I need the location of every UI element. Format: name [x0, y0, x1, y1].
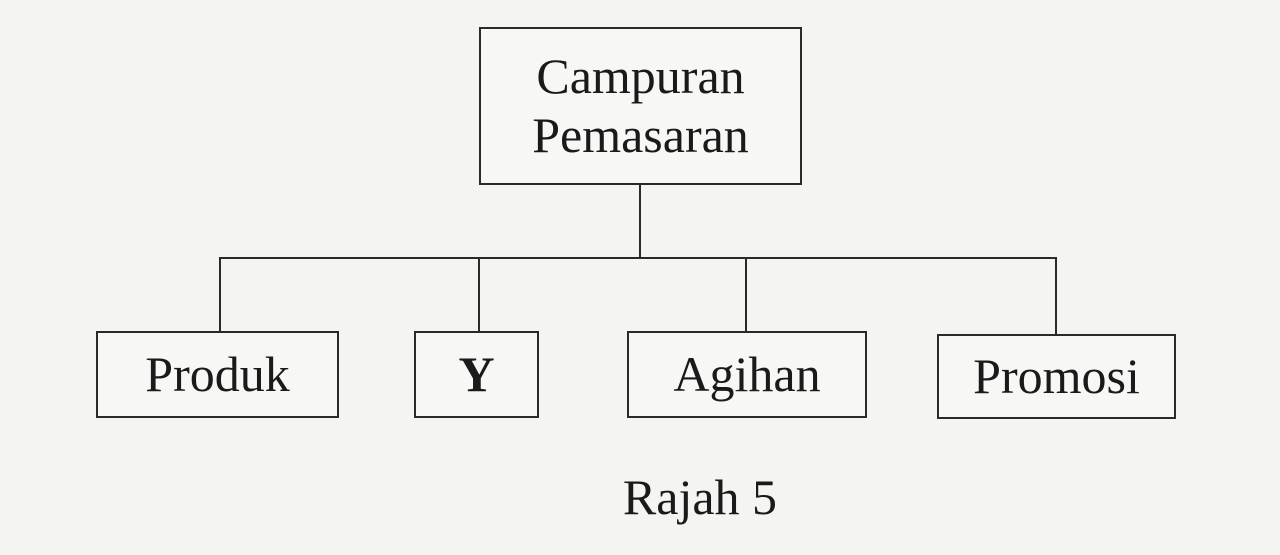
child-connector-produk	[219, 257, 221, 332]
child-node-agihan: Agihan	[627, 331, 867, 418]
root-node-label-line1: Campuran	[536, 48, 745, 104]
child-node-promosi: Promosi	[937, 334, 1176, 419]
child-node-y: Y	[414, 331, 539, 418]
horizontal-connector-line	[219, 257, 1057, 259]
root-node-campuran-pemasaran: Campuran Pemasaran	[479, 27, 802, 185]
child-connector-agihan	[745, 257, 747, 332]
root-connector-line	[639, 185, 641, 259]
child-connector-promosi	[1055, 257, 1057, 335]
child-node-produk: Produk	[96, 331, 339, 418]
child-node-label: Agihan	[673, 346, 821, 402]
child-node-label: Promosi	[973, 348, 1140, 404]
child-node-label: Y	[458, 346, 495, 402]
figure-caption: Rajah 5	[622, 469, 778, 525]
child-node-label: Produk	[145, 346, 290, 402]
child-connector-y	[478, 257, 480, 332]
root-node-label-line2: Pemasaran	[532, 107, 749, 163]
